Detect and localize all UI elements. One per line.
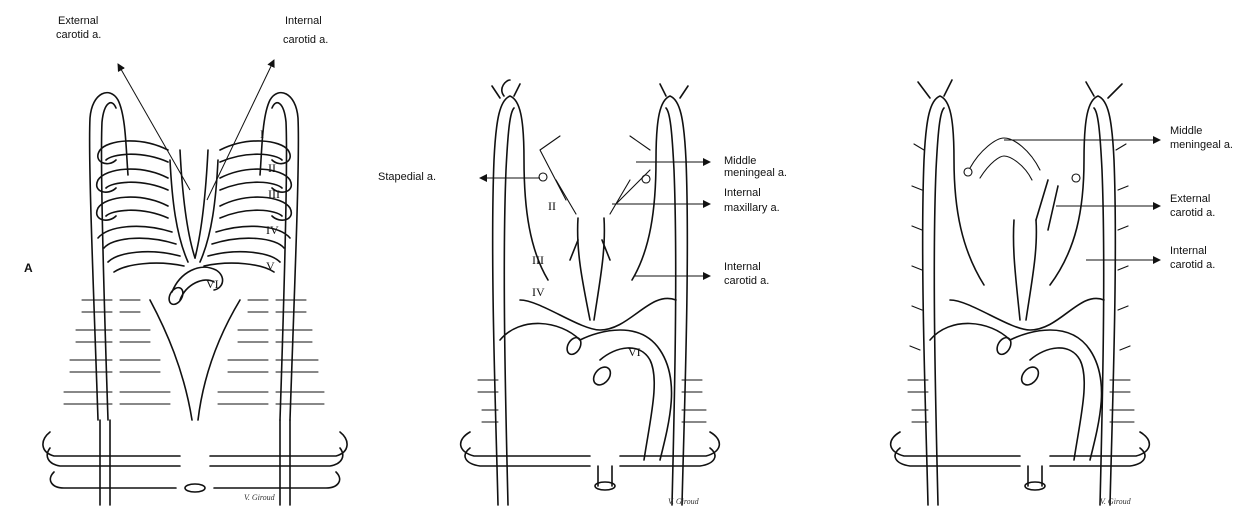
label-internal-maxillary-line1: Internal [724, 187, 761, 199]
panel-b: Stapedial a. Middle meningeal a. Interna… [378, 80, 787, 506]
leader-external-carotid [118, 64, 190, 190]
label-middle-meningeal-line1: Middle [724, 155, 756, 167]
signature-b: V. Giroud [668, 497, 700, 506]
vessels-b [461, 80, 720, 505]
label-internal-carotid-b-line1: Internal [724, 261, 761, 273]
arch-label-iv: IV [266, 223, 279, 237]
label-middle-meningeal-c-line1: Middle [1170, 125, 1202, 137]
label-external-carotid-c-line1: External [1170, 193, 1210, 205]
arch-label-vi-b: VI [628, 345, 641, 359]
arch-label-iv-b: IV [532, 285, 545, 299]
arch-label-ii: II [268, 161, 276, 175]
label-external-carotid-c-line2: carotid a. [1170, 207, 1215, 219]
arch-label-iii-b: III [532, 253, 544, 267]
label-stapedial: Stapedial a. [378, 171, 436, 183]
panel-c: Middle meningeal a. External carotid a. … [891, 80, 1233, 506]
label-external-carotid-line2: carotid a. [56, 29, 101, 41]
segmental-network-a [43, 300, 347, 505]
panel-a: A External carotid a. Internal carotid a… [24, 15, 347, 505]
signature-c: V. Giroud [1100, 497, 1132, 506]
label-internal-carotid-c-line1: Internal [1170, 245, 1207, 257]
arch-label-iii: III [268, 187, 280, 201]
label-external-carotid-line1: External [58, 15, 98, 27]
arch-label-vi: VI [206, 277, 219, 291]
vessels-c [891, 80, 1150, 505]
arch-label-i: I [260, 127, 264, 141]
label-internal-carotid-line1: Internal [285, 15, 322, 27]
label-middle-meningeal-c-line2: meningeal a. [1170, 139, 1233, 151]
label-internal-maxillary-line2: maxillary a. [724, 202, 780, 214]
arch-label-v: V [266, 259, 275, 273]
leader-external-carotid-b [122, 60, 190, 190]
label-internal-carotid-c-line2: carotid a. [1170, 259, 1215, 271]
signature-a: V. Giroud [244, 493, 276, 502]
aortic-sac-a [150, 267, 240, 420]
arch-label-ii-b: II [548, 199, 556, 213]
arch-loops-left [97, 141, 184, 272]
arch-loops-right [204, 141, 291, 272]
label-middle-meningeal-line2: meningeal a. [724, 167, 787, 179]
panel-letter-a: A [24, 261, 33, 275]
label-internal-carotid-line2: carotid a. [283, 34, 328, 46]
label-internal-carotid-b-line2: carotid a. [724, 275, 769, 287]
